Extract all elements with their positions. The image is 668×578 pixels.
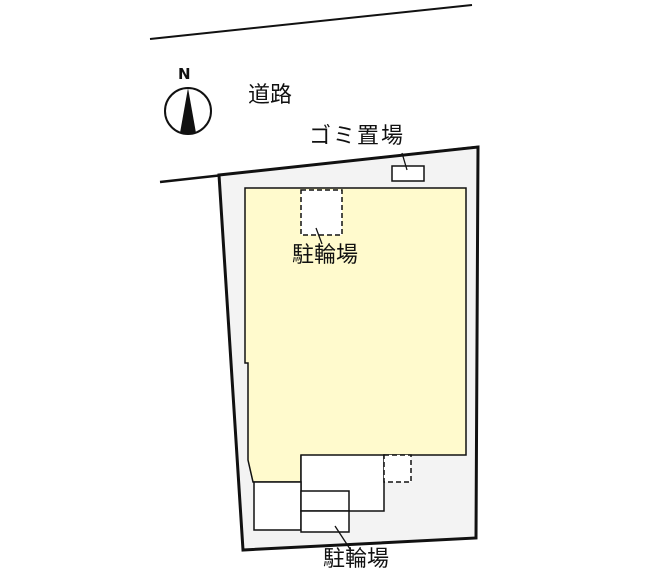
- garbage-leader-line: [401, 152, 408, 171]
- bicycle-parking-bottom-lower: [300, 510, 350, 533]
- bicycle-parking-bottom-label: 駐輪場: [323, 547, 390, 572]
- bicycle-parking-bottom-upper: [300, 490, 350, 512]
- bicycle-parking-top-area: [300, 189, 343, 236]
- north-arrow-icon: [164, 87, 212, 135]
- north-label: N: [178, 65, 191, 83]
- road-label: 道路: [248, 83, 293, 108]
- garbage-area-box: [391, 165, 425, 182]
- road-edge-north: [149, 4, 473, 40]
- building-footprint: [244, 187, 467, 483]
- annex-block-left: [253, 481, 302, 531]
- bicycle-parking-top-label: 駐輪場: [292, 243, 359, 268]
- dashed-area-right: [383, 454, 412, 483]
- bicycle-parking-top-leader: [315, 227, 323, 245]
- bicycle-parking-bottom-leader: [334, 525, 351, 550]
- garbage-area-label: ゴミ置場: [309, 124, 406, 149]
